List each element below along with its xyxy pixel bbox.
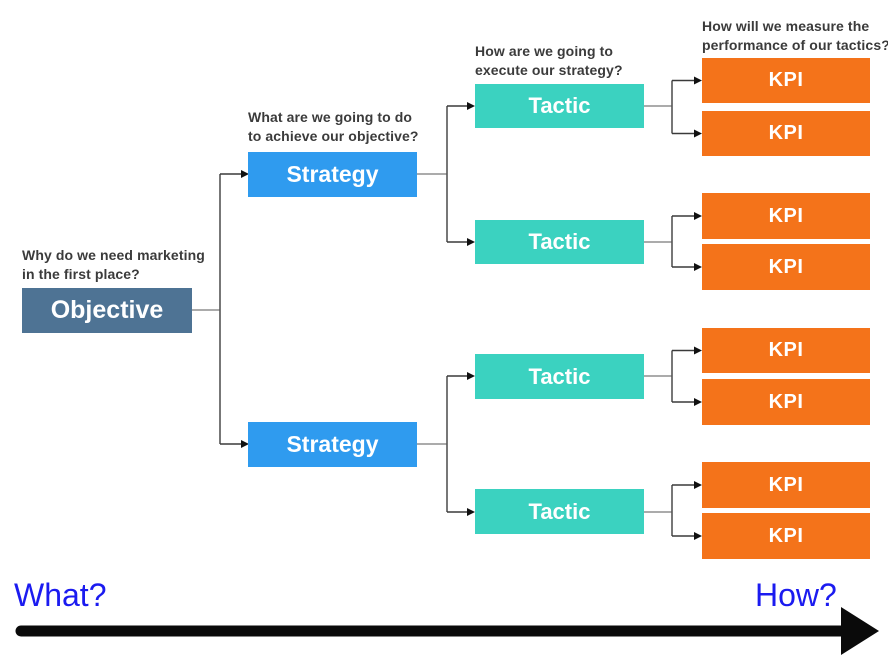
- objective-box: Objective: [22, 288, 192, 333]
- annotation-kpi-question: How will we measure the performance of o…: [702, 18, 888, 53]
- strategy-box-1: Strategy: [248, 152, 417, 197]
- branch-verticals: [219, 80, 673, 536]
- what-axis-label: What?: [14, 577, 107, 613]
- strategy-box-2: Strategy: [248, 422, 417, 467]
- kpi-box-7: KPI: [702, 462, 870, 508]
- tactic-box-2: Tactic: [475, 220, 644, 264]
- how-axis-label: How?: [755, 577, 837, 613]
- annotation-tactic-question: How are we going to execute our strategy…: [475, 43, 623, 78]
- arrow-branches: [220, 76, 702, 540]
- kpi-box-1: KPI: [702, 58, 870, 103]
- tactic-box-1: Tactic: [475, 84, 644, 128]
- tactic-box-3: Tactic: [475, 354, 644, 399]
- annotation-objective-question: Why do we need marketing in the first pl…: [22, 247, 205, 282]
- kpi-box-5: KPI: [702, 328, 870, 373]
- kpi-box-6: KPI: [702, 379, 870, 425]
- kpi-box-4: KPI: [702, 244, 870, 290]
- tactic-box-4: Tactic: [475, 489, 644, 534]
- kpi-box-8: KPI: [702, 513, 870, 559]
- what-to-how-arrow: [15, 607, 879, 655]
- kpi-box-2: KPI: [702, 111, 870, 156]
- kpi-box-3: KPI: [702, 193, 870, 239]
- annotation-strategy-question: What are we going to do to achieve our o…: [248, 109, 419, 144]
